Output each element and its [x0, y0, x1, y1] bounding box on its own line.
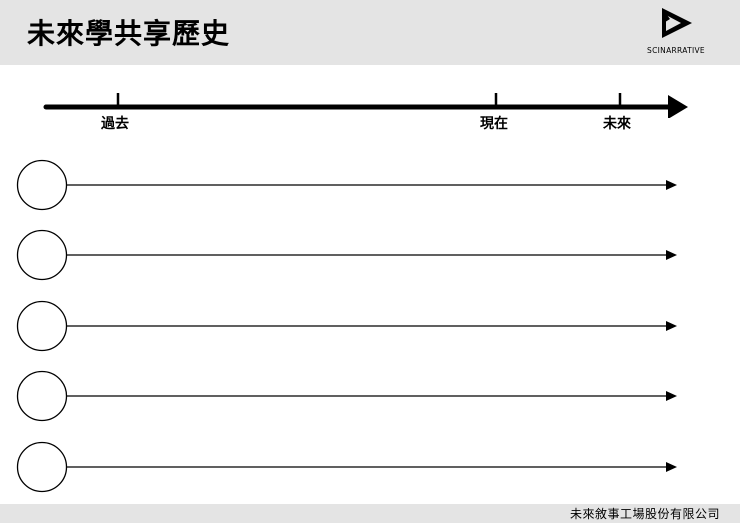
row-arrowhead — [666, 250, 677, 260]
row-circle — [16, 229, 68, 281]
history-row — [0, 369, 740, 423]
history-row — [0, 158, 740, 212]
tick-label-past: 過去 — [101, 116, 129, 132]
timeline-axis: 過去 現在 未來 — [0, 88, 740, 138]
row-arrowhead — [666, 391, 677, 401]
tick-label-present: 現在 — [480, 116, 508, 132]
tick-label-future: 未來 — [603, 116, 631, 132]
row-circle — [16, 300, 68, 352]
header-bar: 未來學共享歷史 SCINARRATIVE — [0, 0, 740, 65]
row-circle — [16, 159, 68, 211]
company-name: 未來敘事工場股份有限公司 — [569, 507, 720, 521]
page-title: 未來學共享歷史 — [27, 17, 231, 50]
history-row — [0, 299, 740, 353]
history-row — [0, 440, 740, 494]
row-arrowhead — [666, 462, 677, 472]
brand-logo: SCINARRATIVE — [644, 6, 708, 58]
timeline-arrow — [43, 93, 688, 119]
row-arrowhead — [666, 321, 677, 331]
history-row — [0, 228, 740, 282]
row-arrowhead — [666, 180, 677, 190]
brand-name: SCINARRATIVE — [647, 46, 705, 55]
footer-bar: 未來敘事工場股份有限公司 — [0, 504, 740, 523]
play-triangle-icon — [662, 8, 692, 38]
row-circle — [16, 370, 68, 422]
row-circle — [16, 441, 68, 493]
